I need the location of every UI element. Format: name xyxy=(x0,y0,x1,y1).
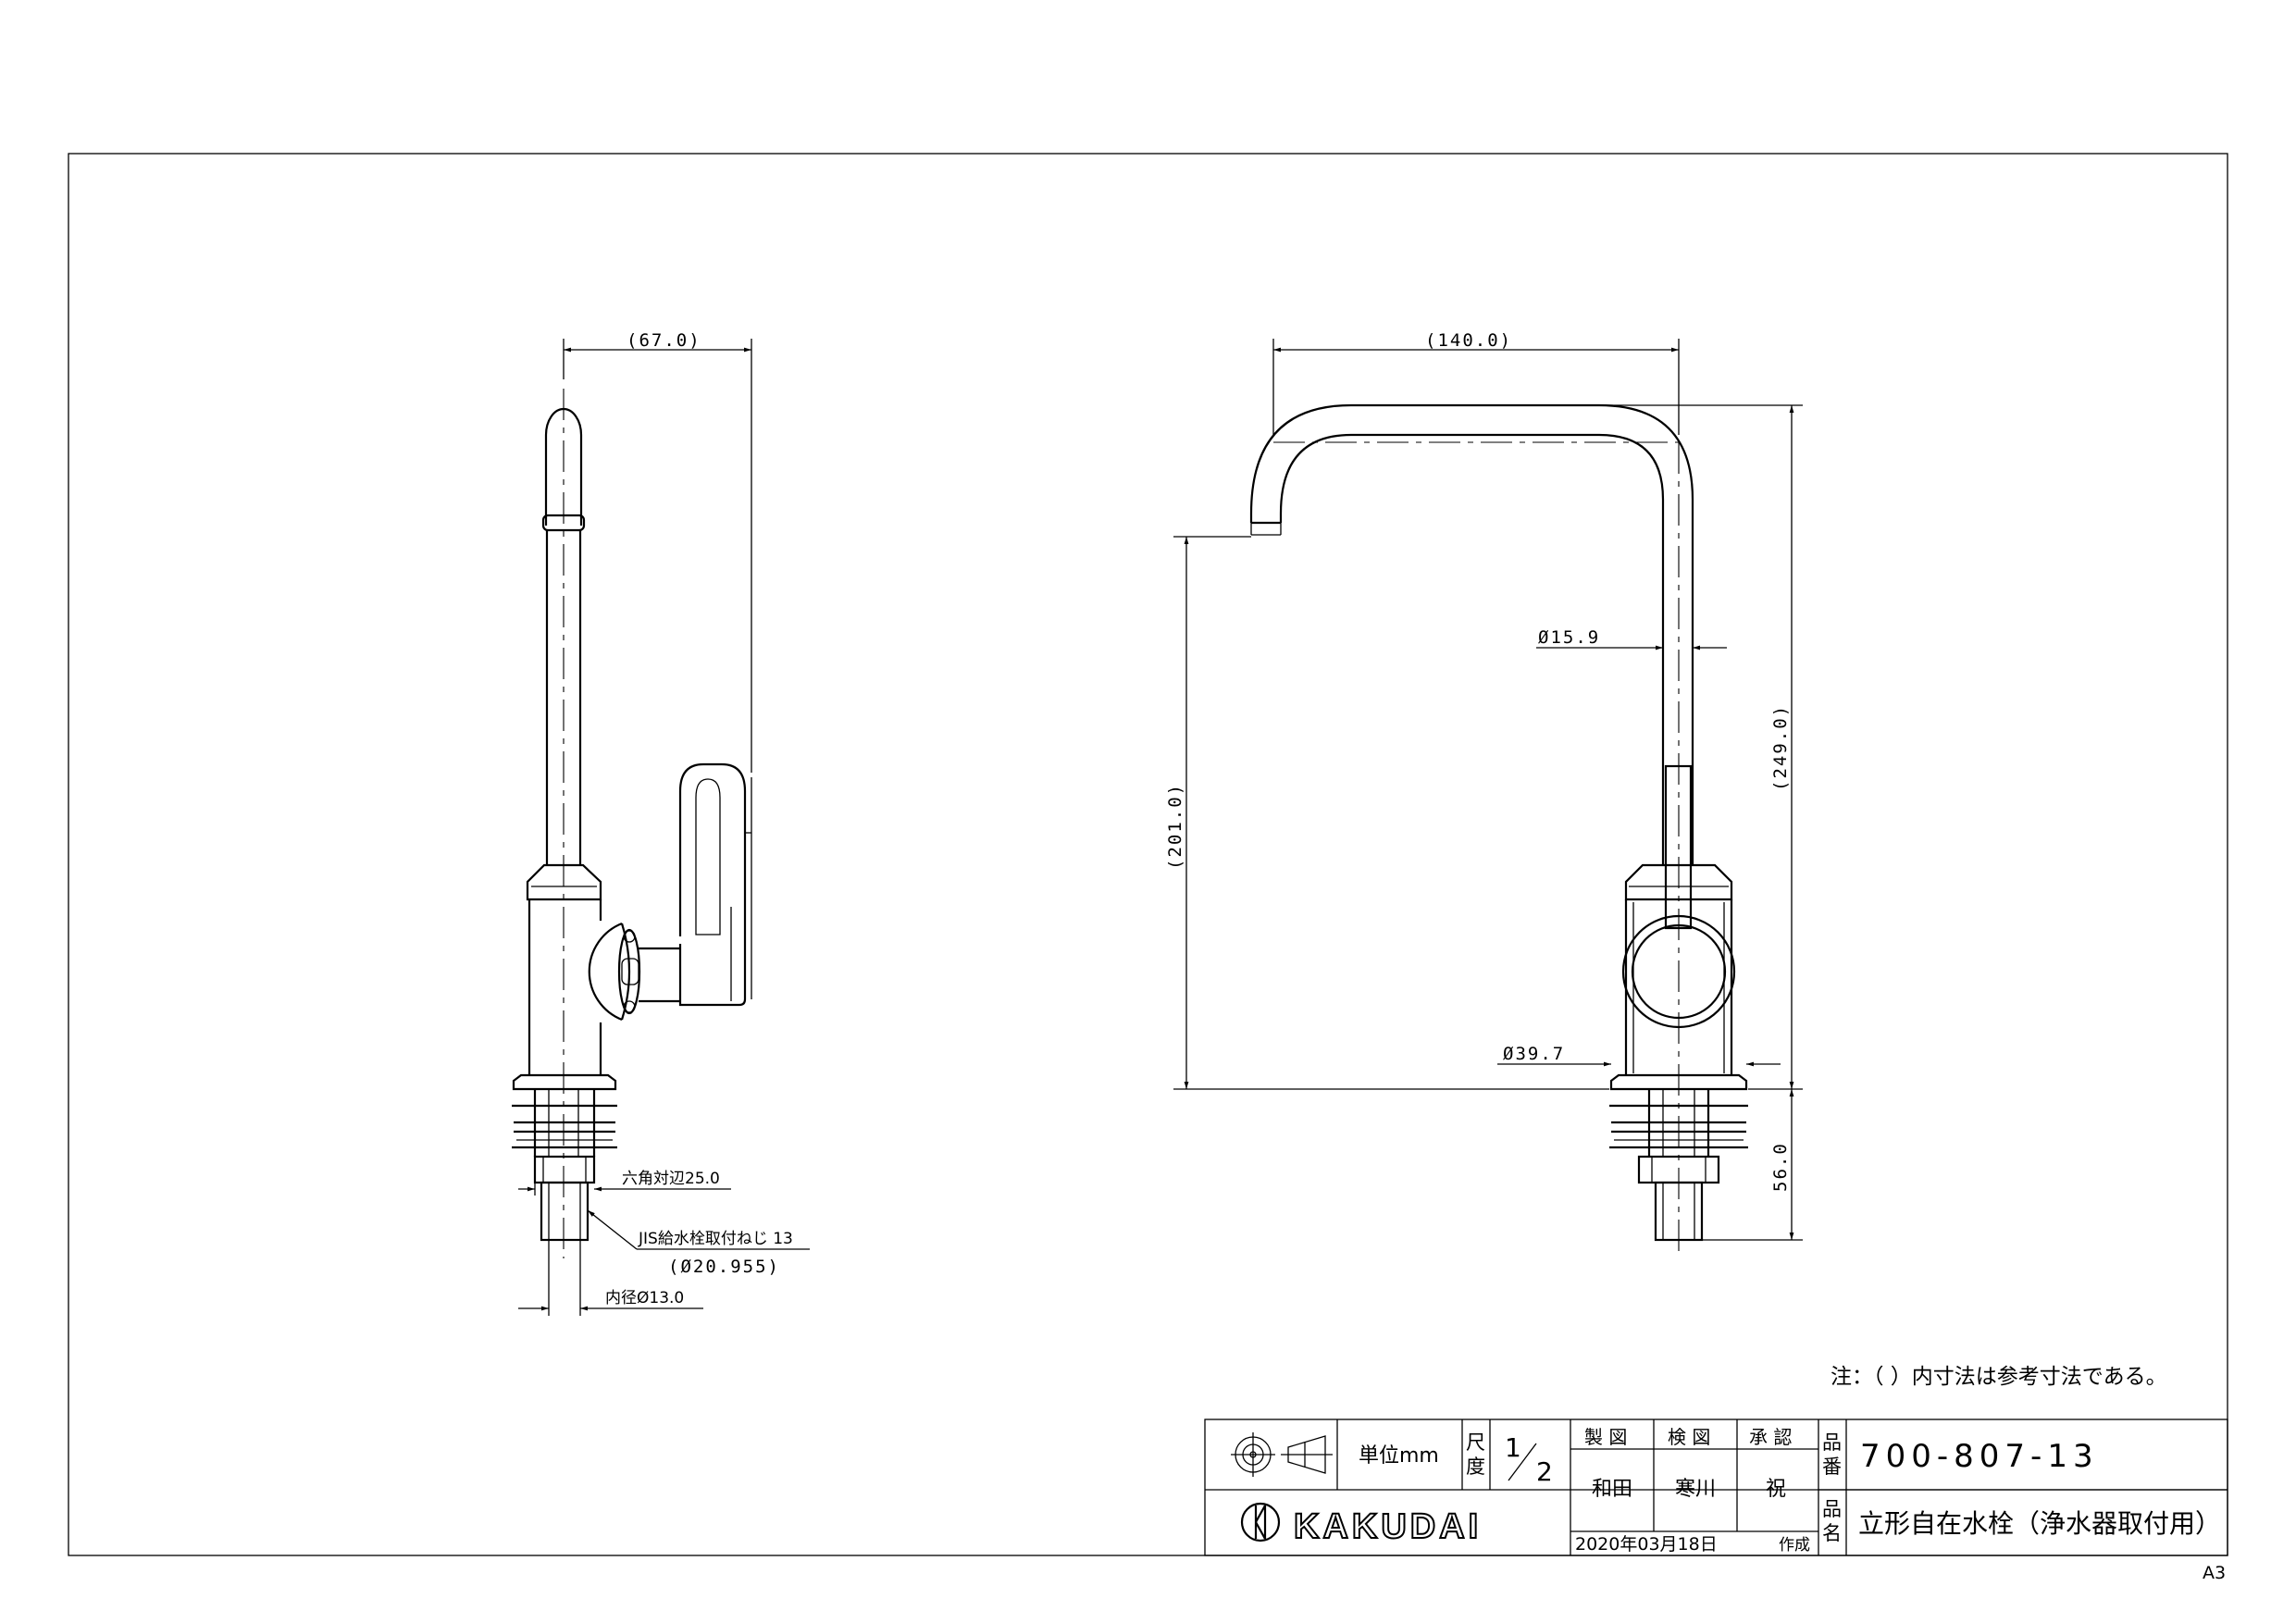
side-view: (67.0) 六角対辺25.0 JIS給水栓取付ねじ 13 (Ø20.955) … xyxy=(512,330,810,1316)
title-block: 単位mm 尺 度 1 2 製 図 検 図 承 認 和田 寒川 祝 2020年03… xyxy=(1204,1419,2228,1556)
part-no-label-1: 品 xyxy=(1822,1431,1842,1454)
dim-side-width: (67.0) xyxy=(627,330,701,351)
name-label-2: 名 xyxy=(1822,1522,1842,1544)
product-name: 立形自在水栓（浄水器取付用） xyxy=(1858,1508,2221,1539)
name-label-1: 品 xyxy=(1822,1498,1842,1520)
approve-label: 承 認 xyxy=(1749,1426,1792,1448)
front-view: (140.0) Ø15.9 Ø39.7 (201.0) (249.0) 56.0 xyxy=(1165,330,1803,1258)
dim-flange-dia: Ø39.7 xyxy=(1503,1044,1565,1064)
check-label: 検 図 xyxy=(1668,1426,1710,1448)
dim-hex: 六角対辺25.0 xyxy=(622,1170,720,1188)
approved-by: 祝 xyxy=(1766,1478,1786,1501)
dim-total-height: (249.0) xyxy=(1770,704,1791,791)
projection-symbol-icon xyxy=(1231,1432,1333,1477)
dim-pipe-dia: Ø15.9 xyxy=(1538,627,1600,648)
dim-thread-dia: (Ø20.955) xyxy=(668,1257,780,1277)
dim-thread: JIS給水栓取付ねじ 13 xyxy=(638,1230,793,1248)
scale-numerator: 1 xyxy=(1505,1432,1521,1463)
dim-inner-dia: 内径Ø13.0 xyxy=(605,1289,684,1307)
dim-spout-height: (201.0) xyxy=(1165,783,1185,870)
scale-denominator: 2 xyxy=(1536,1456,1553,1487)
made-by: 和田 xyxy=(1592,1478,1632,1501)
dim-spout-reach: (140.0) xyxy=(1425,330,1512,351)
brand-wordmark: KAKUDAI xyxy=(1294,1507,1482,1546)
dim-shank-length: 56.0 xyxy=(1770,1142,1791,1192)
part-no-label-2: 番 xyxy=(1822,1456,1842,1478)
part-number: 700-807-13 xyxy=(1860,1438,2099,1475)
made-label: 製 図 xyxy=(1584,1426,1627,1448)
date: 2020年03月18日 xyxy=(1575,1534,1718,1555)
drawing-frame xyxy=(68,153,2228,1556)
reference-note: 注：（ ）内寸法は参考寸法である。 xyxy=(1831,1365,2167,1389)
paper-size: A3 xyxy=(2203,1563,2226,1583)
checked-by: 寒川 xyxy=(1675,1478,1716,1501)
scale-label-2: 度 xyxy=(1466,1456,1485,1478)
kakudai-logo: KAKUDAI xyxy=(1240,1502,1482,1547)
date-suffix: 作成 xyxy=(1779,1536,1810,1555)
unit-label: 単位mm xyxy=(1359,1444,1439,1468)
scale-label-1: 尺 xyxy=(1466,1431,1485,1454)
